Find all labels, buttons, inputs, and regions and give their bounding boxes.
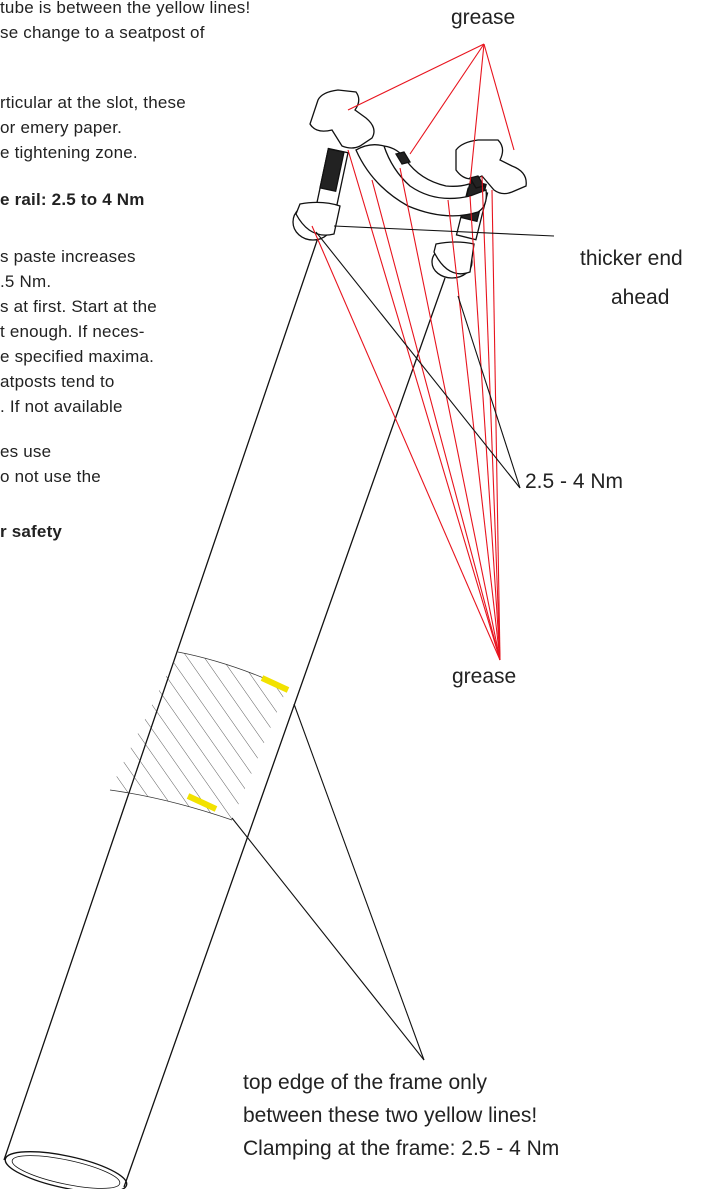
instruction-line: .5 Nm. (0, 272, 52, 291)
thicker-end-label: thicker end (580, 247, 683, 270)
frame-note-line-3: Clamping at the frame: 2.5 - 4 Nm (243, 1137, 560, 1160)
instruction-line: s at first. Start at the (0, 297, 157, 316)
black-leaders (231, 225, 555, 1061)
grease-leaders-bottom (311, 149, 501, 661)
frame-note-line-1: top edge of the frame only (243, 1071, 487, 1094)
instruction-line: tube is between the yellow lines! (0, 0, 251, 17)
instruction-line: s paste increases (0, 247, 136, 266)
torque-clamp-label: 2.5 - 4 Nm (525, 470, 624, 493)
instruction-line: o not use the (0, 467, 101, 486)
instruction-line: or emery paper. (0, 118, 123, 137)
thicker-end-label-2: ahead (611, 286, 670, 309)
instruction-line: atposts tend to (0, 372, 115, 391)
instruction-heading: r safety (0, 522, 63, 541)
left-clamp-bolt (292, 89, 375, 241)
instruction-line: t enough. If neces- (0, 322, 145, 341)
grease-leaders-top (347, 43, 515, 185)
frame-note-line-2: between these two yellow lines! (243, 1104, 538, 1127)
instruction-heading: e rail: 2.5 to 4 Nm (0, 190, 145, 209)
grease-label-top: grease (451, 6, 516, 29)
instruction-line: es use (0, 442, 52, 461)
yellow-line-bottom (186, 793, 218, 812)
grease-label-bottom: grease (452, 665, 517, 688)
instruction-line: se change to a seatpost of (0, 23, 205, 42)
instruction-line: rticular at the slot, these (0, 93, 186, 112)
instruction-line: . If not available (0, 397, 123, 416)
instruction-line: e tightening zone. (0, 143, 138, 162)
instruction-line: e specified maxima. (0, 347, 155, 366)
yellow-line-top (260, 675, 290, 693)
